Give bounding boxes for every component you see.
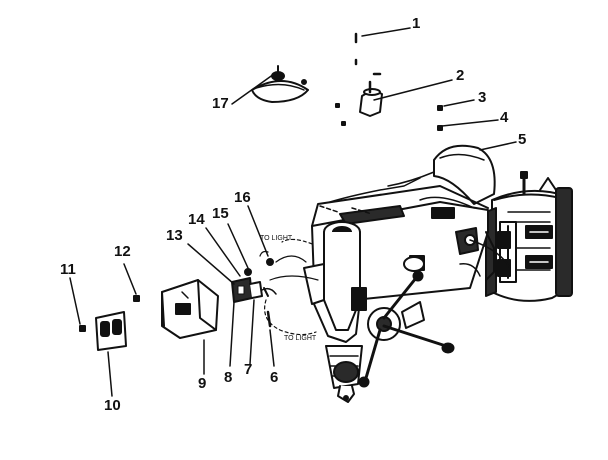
callout-14: 14: [188, 211, 205, 228]
cross-shaft: [401, 256, 425, 329]
callout-16: 16: [234, 189, 251, 206]
to-light-label-upper: TO LIGHT: [260, 235, 293, 242]
callout-4: 4: [500, 109, 509, 126]
callout-15: 15: [212, 205, 229, 222]
quill-spindle: [303, 221, 401, 403]
switch-plate: [161, 279, 219, 339]
to-light-label-lower: TO LIGHT: [284, 335, 317, 342]
callout-8: 8: [224, 369, 233, 386]
callout-6: 6: [270, 369, 279, 386]
lamp: [251, 65, 309, 103]
callout-11: 11: [60, 261, 76, 278]
key-plate: [95, 311, 127, 351]
callout-13: 13: [166, 227, 183, 244]
callout-17: 17: [212, 95, 229, 112]
callout-12: 12: [114, 243, 131, 260]
feed-handles: [358, 270, 455, 388]
switch-assembly: [231, 258, 277, 328]
callout-3: 3: [478, 89, 487, 106]
callout-1: 1: [412, 15, 421, 32]
callout-5: 5: [518, 131, 527, 148]
callout-9: 9: [198, 375, 207, 392]
belt-guard: [329, 144, 496, 205]
callout-10: 10: [104, 397, 121, 414]
small-parts: [335, 32, 443, 131]
callout-7: 7: [244, 361, 253, 378]
callout-2: 2: [456, 67, 465, 84]
leader-lines: [69, 27, 517, 397]
screws: [79, 295, 140, 332]
